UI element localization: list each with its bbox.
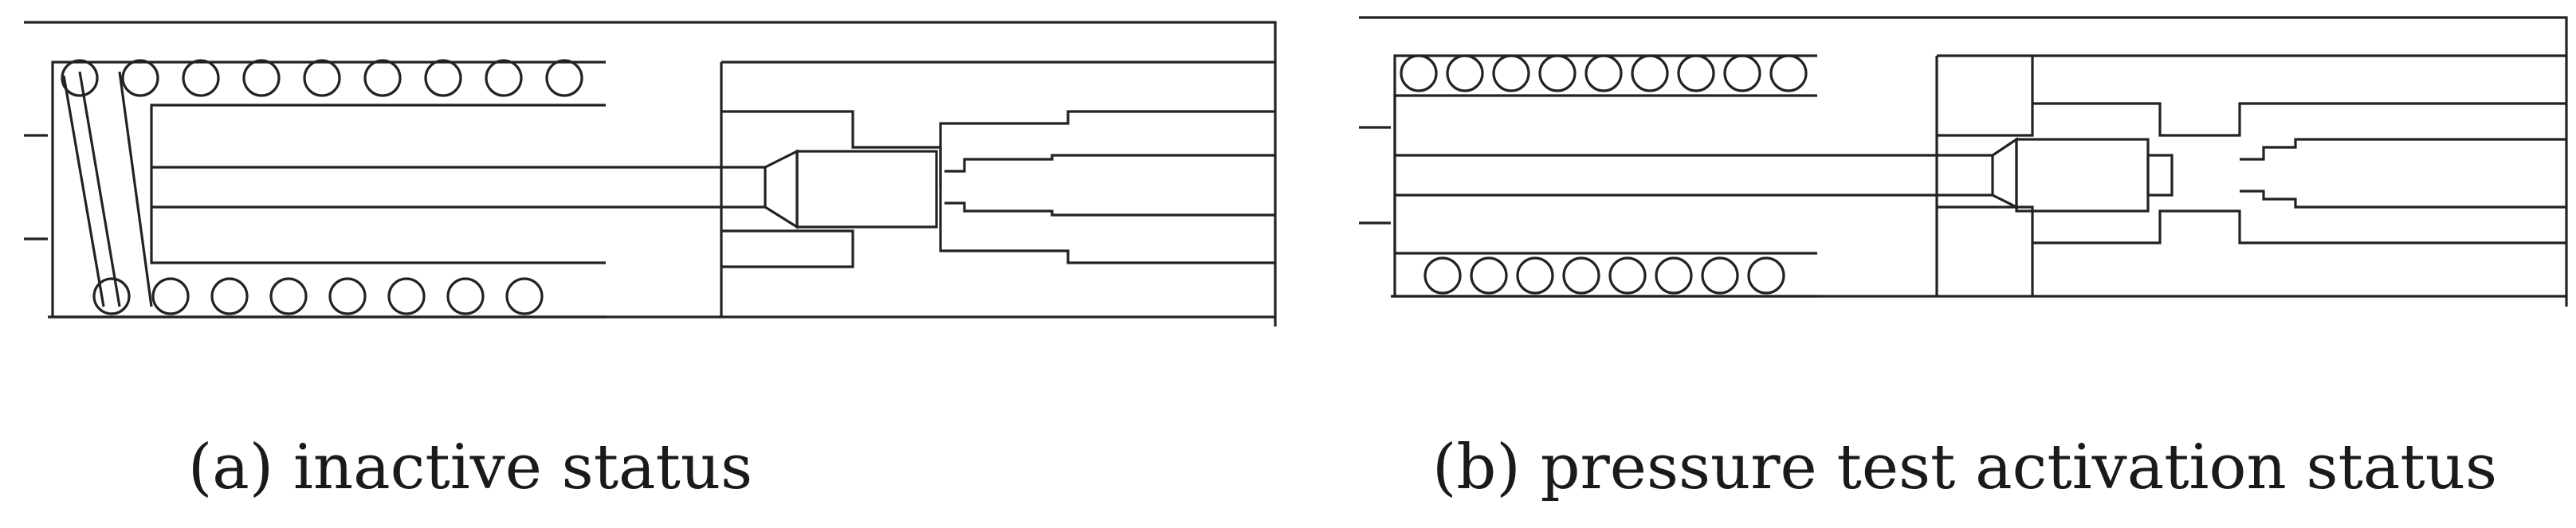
- spring-coil: [1608, 256, 1647, 295]
- spring-coil: [328, 277, 367, 315]
- spring-coil: [545, 59, 583, 97]
- spring-coil: [1446, 54, 1484, 92]
- valve-plug: [2015, 138, 2150, 213]
- caption-pressure-test-activation-status: (b) pressure test activation status: [1432, 432, 2497, 503]
- valve-seat-lower: [1937, 205, 2034, 296]
- valve-seat-lower: [721, 229, 854, 268]
- stem-housing-lower: [2032, 209, 2566, 244]
- spring-coil: [424, 59, 462, 97]
- valve-seat-upper: [1937, 56, 2034, 137]
- panel-inactive-status: (a) inactive status: [24, 21, 1277, 503]
- stem-housing-lower: [939, 187, 1275, 264]
- spring-coil: [1423, 256, 1462, 295]
- spring-coil: [121, 59, 159, 97]
- housing-outline: [1359, 16, 2568, 307]
- spring-coil: [1470, 256, 1508, 295]
- spring-coil: [1538, 54, 1577, 92]
- spring-coil: [61, 59, 99, 97]
- spring-coil: [1723, 54, 1761, 92]
- spring-coil: [210, 277, 249, 315]
- stem-upper: [2240, 138, 2566, 161]
- check-valve-cone: [764, 149, 799, 229]
- spring-coil: [1584, 54, 1623, 92]
- spring-coil: [446, 277, 485, 315]
- spring-coil: [1769, 54, 1808, 92]
- spring-wrap-3: [118, 71, 153, 307]
- caption-inactive-status: (a) inactive status: [187, 432, 753, 503]
- spring-coil: [363, 59, 402, 97]
- valve-seat-upper: [721, 110, 942, 187]
- check-valve-cone: [1991, 137, 2018, 209]
- stem-lower: [2240, 190, 2566, 209]
- spring-wrap-2: [78, 71, 121, 307]
- plug-tip: [2146, 154, 2174, 197]
- top-spring-coils: [61, 59, 583, 97]
- stem-housing: [939, 110, 1275, 187]
- spring-coil: [1562, 256, 1600, 295]
- mandrel-body: [1393, 94, 1817, 255]
- stem-lower: [944, 201, 1275, 217]
- spring-coil: [505, 277, 544, 315]
- bottom-spring-coils: [1423, 256, 1785, 295]
- valve-plug: [795, 150, 938, 229]
- spring-coil: [1747, 256, 1785, 295]
- panel-pressure-test-activation-status: (b) pressure test activation status: [1355, 0, 2576, 528]
- spring-coil: [92, 277, 131, 315]
- spring-coil: [182, 59, 220, 97]
- spring-coil: [387, 277, 426, 315]
- housing-outline: [24, 21, 1277, 327]
- spring-coil: [1631, 54, 1669, 92]
- spring-wrap-1: [62, 75, 105, 307]
- diagram-pressure-test-activation-status: [1359, 16, 2568, 307]
- spring-coil: [1516, 256, 1554, 295]
- spring-coil: [1655, 256, 1693, 295]
- spring-coil: [485, 59, 523, 97]
- spring-coil: [151, 277, 190, 315]
- spring-coil: [1400, 54, 1438, 92]
- spring-coil: [269, 277, 308, 315]
- top-spring-coils: [1400, 54, 1808, 92]
- spring-coil: [1677, 54, 1715, 92]
- stem-housing: [2032, 102, 2566, 137]
- spring-coil: [303, 59, 341, 97]
- bottom-spring-coils: [92, 277, 544, 315]
- spring-coil: [1492, 54, 1530, 92]
- spring-coil: [1701, 256, 1739, 295]
- spring-coil: [242, 59, 281, 97]
- stem-upper: [944, 154, 1275, 173]
- diagram-inactive-status: [24, 21, 1277, 327]
- mandrel-body: [150, 104, 606, 264]
